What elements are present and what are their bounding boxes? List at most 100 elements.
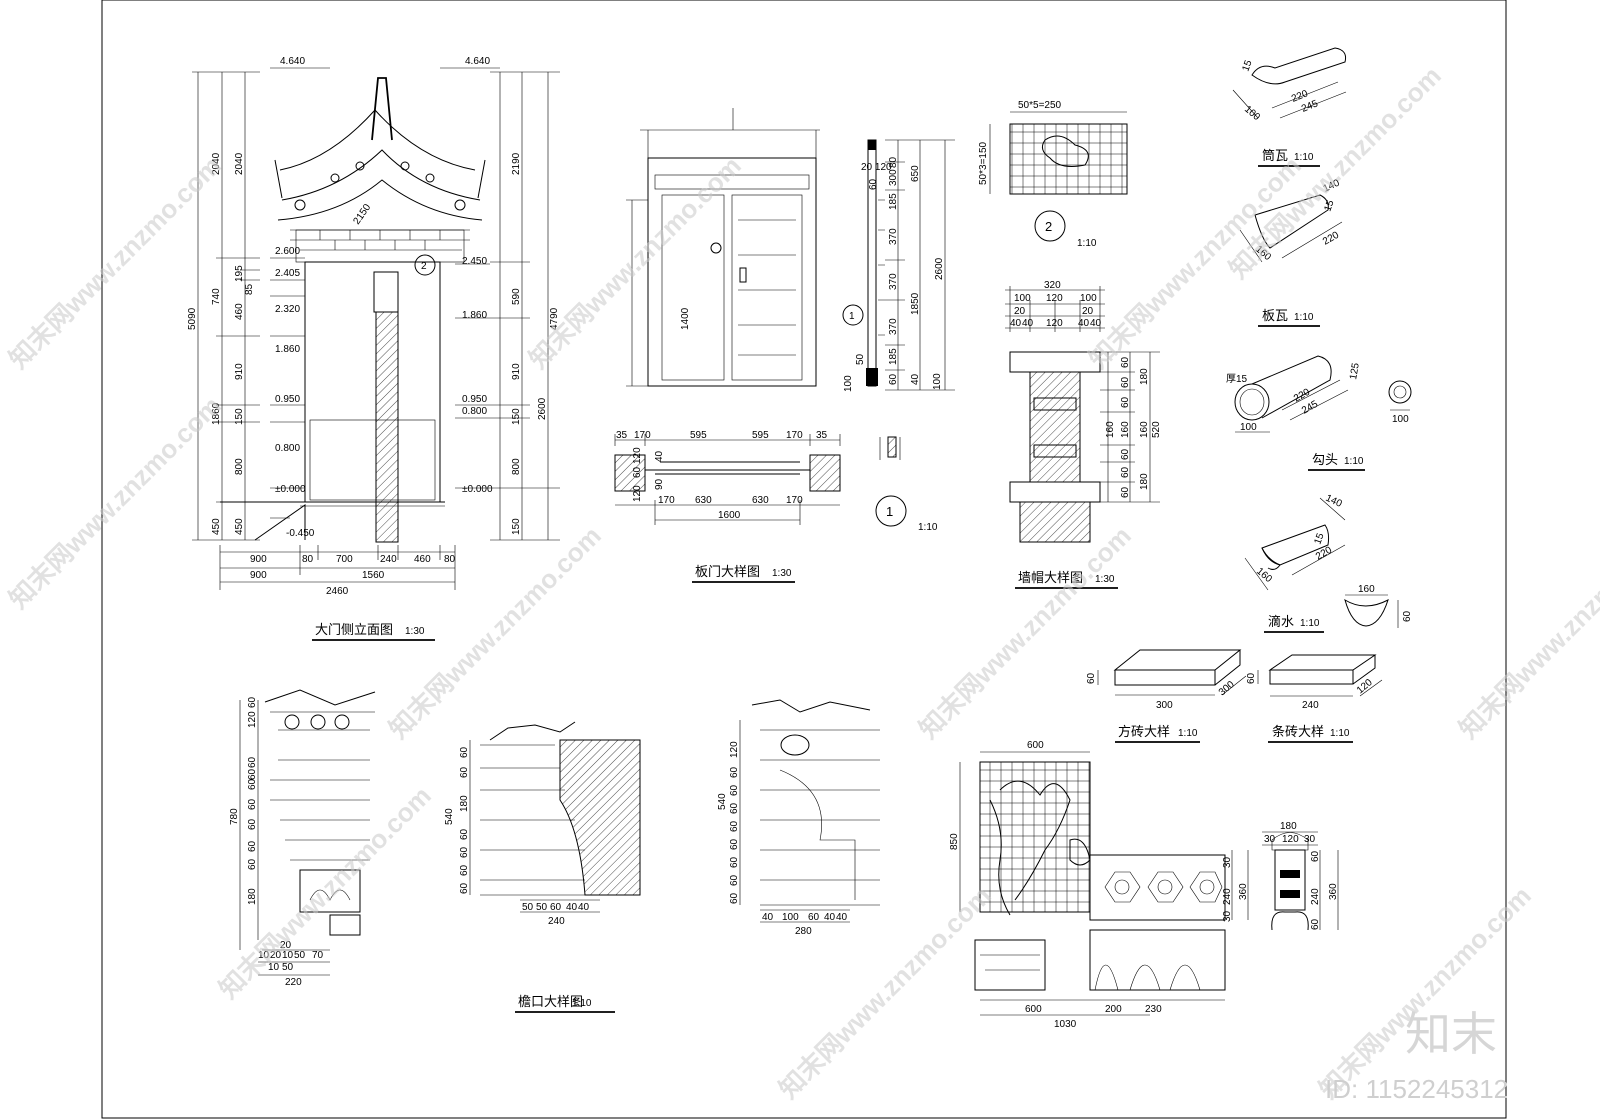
detail-2-marker (1034, 210, 1066, 242)
wallcap-dim: 40 (1090, 318, 1102, 329)
eave-m-dim: 60 (459, 864, 470, 876)
door-dim: 370 (888, 228, 899, 245)
watermark-text: 知末网www.znzmo.com (523, 150, 747, 374)
elev-level: 1.860 (275, 344, 300, 355)
door-plan: 170 (786, 430, 803, 441)
detail-2: 50*5=250 50*3=150 2 1:10 (978, 100, 1128, 249)
door-plan-side: 120 (632, 485, 643, 502)
tube-dim: 100 (1242, 104, 1262, 123)
door-dim: 370 (888, 273, 899, 290)
detail-1-marker (875, 495, 907, 527)
ridge-s-r: 240 (1310, 888, 1321, 905)
strip-brick-title: 条砖大样 (1272, 724, 1324, 739)
eave-scale: 1:10 (572, 998, 592, 1009)
elev-level: 1.860 (462, 310, 487, 321)
eave-m-b: 40 (578, 902, 590, 913)
eave-l-dim: 60 (247, 818, 258, 830)
wallcap-r: 60 (1120, 486, 1131, 498)
door-dim-total: 2600 (934, 257, 945, 280)
wallcap-top: 320 (1044, 280, 1061, 291)
detail-1-label: 1 (886, 504, 893, 519)
elev-dim: 2190 (511, 152, 522, 175)
elev-bottom: 700 (336, 554, 353, 565)
elev-dim: 800 (511, 458, 522, 475)
eave-l-b: 10 (282, 950, 294, 961)
door-dim-sub: 1850 (910, 292, 921, 315)
wallcap-dim: 40 (1078, 318, 1090, 329)
ridge-top: 600 (1027, 740, 1044, 751)
elev-dim: 910 (234, 363, 245, 380)
wallcap-dim: 40 (1022, 318, 1034, 329)
door-plan-total: 1600 (718, 510, 741, 521)
eave-m-dim: 60 (459, 846, 470, 858)
elev-dim: 590 (511, 288, 522, 305)
elev-dim: 150 (511, 408, 522, 425)
ridge-s-top2: 30 (1304, 834, 1316, 845)
elev-dim: 150 (511, 518, 522, 535)
sq-brick-scale: 1:10 (1178, 728, 1198, 739)
tiles-details: 15 220 245 100 筒瓦 1:10 140 15 220 160 板瓦… (1226, 47, 1413, 633)
wallcap-r: 60 (1120, 356, 1131, 368)
ridge-r: 240 (1222, 888, 1233, 905)
ridge-b: 600 (1025, 1004, 1042, 1015)
tube-scale: 1:10 (1294, 152, 1314, 163)
eave-m-b: 60 (550, 902, 562, 913)
detail-marker-2-label: 2 (421, 261, 427, 272)
elev-dim: 1860 (211, 402, 222, 425)
watermarks: 知末网www.znzmo.com 知末网www.znzmo.com 知末网www… (3, 60, 1600, 1104)
eave-l-dim: 60 (247, 798, 258, 810)
plate-dim: 220 (1321, 230, 1341, 248)
watermark-text: 知末网www.znzmo.com (913, 520, 1137, 744)
door-plan: 595 (690, 430, 707, 441)
eave-l-dim: 120 (247, 711, 258, 728)
eave-l-b2: 10 (268, 962, 280, 973)
eave-r-dim: 60 (729, 874, 740, 886)
eave-m-dim: 60 (459, 746, 470, 758)
eave-m-dim: 180 (459, 795, 470, 812)
eave-l-b: 10 (258, 950, 270, 961)
watermark-text: 知末网www.znzmo.com (1223, 60, 1447, 284)
eave-l-btotal: 220 (285, 977, 302, 988)
goutou-dim: 100 (1240, 422, 1257, 433)
door-plan: 595 (752, 430, 769, 441)
elev-bottom: 2460 (326, 586, 349, 597)
eave-m-dim: 60 (459, 766, 470, 778)
door-dim: 100 (932, 373, 943, 390)
eave-r-b: 40 (824, 912, 836, 923)
ridge-left: 850 (949, 833, 960, 850)
strip-brick-dim: 60 (1246, 672, 1257, 684)
eave-r-dim: 60 (729, 802, 740, 814)
wallcap-sub: 160 (1139, 421, 1150, 438)
eave-m-b: 50 (522, 902, 534, 913)
elev-bottom: 1560 (362, 570, 385, 581)
wall-cap-detail: 320 100 120 100 20 20 40 40 120 40 40 60… (1005, 280, 1162, 589)
door-dim: 300 (888, 169, 899, 186)
elev-bottom: 240 (380, 554, 397, 565)
elev-level: 0.800 (462, 406, 487, 417)
eave-r-dim: 60 (729, 856, 740, 868)
wallcap-r: 60 (1120, 448, 1131, 460)
detail2-dim-side: 50*3=150 (978, 141, 989, 185)
eave-details: 120 60 60 60 60 60 60 60 60 180 780 10 2… (229, 689, 880, 1013)
plate-scale: 1:10 (1294, 312, 1314, 323)
eave-m-dim: 60 (459, 828, 470, 840)
strip-brick-dim: 120 (1355, 677, 1375, 696)
detail-2-marker-label: 2 (1045, 219, 1052, 234)
gate-elevation-scale: 1:30 (405, 626, 425, 637)
door-plan: 170 (634, 430, 651, 441)
elev-level: 2.450 (462, 256, 487, 267)
eave-l-b: 20 (270, 950, 282, 961)
eave-m-b: 40 (566, 902, 578, 913)
door-plan: 630 (752, 495, 769, 506)
wallcap-dim: 120 (1046, 318, 1063, 329)
ridge-s-r: 60 (1310, 850, 1321, 862)
watermark-text: 知末网www.znzmo.com (773, 880, 997, 1104)
door-plan-side: 120 (632, 447, 643, 464)
goutou-scale: 1:10 (1344, 456, 1364, 467)
eave-r-b: 40 (836, 912, 848, 923)
elev-bottom: 80 (302, 554, 314, 565)
elev-dim: 450 (211, 518, 222, 535)
elev-dim: 195 (234, 265, 245, 282)
elev-dim: 910 (511, 363, 522, 380)
door-dim: 40 (910, 373, 921, 385)
